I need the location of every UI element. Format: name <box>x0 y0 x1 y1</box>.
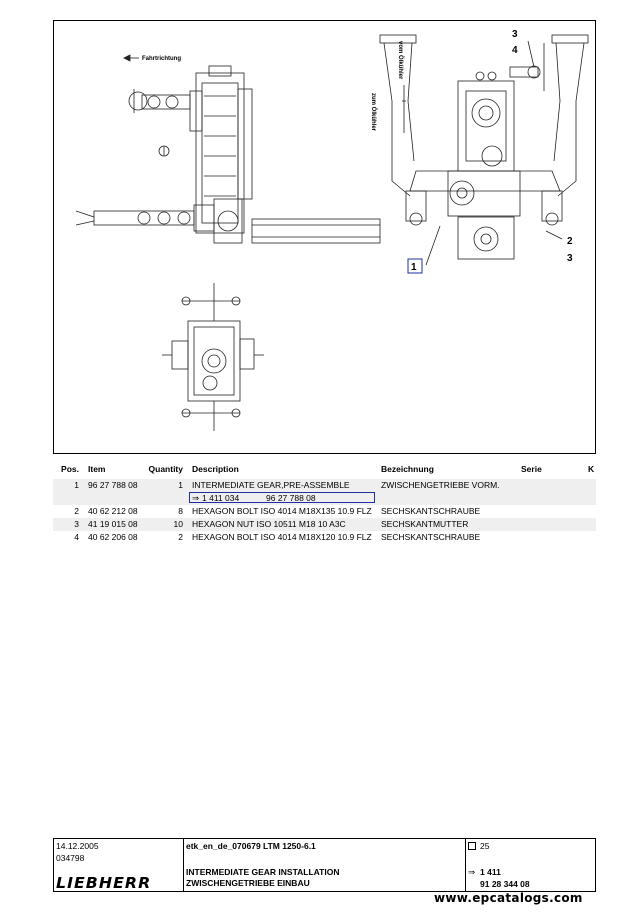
row-item: 96 27 788 08 <box>88 480 138 490</box>
group-arrow-icon: ⇒ <box>468 867 476 877</box>
reference-group: 1 411 034 <box>202 493 240 503</box>
title-block-title: etk_en_de_070679 LTM 1250-6.1 INTERMEDIA… <box>183 839 466 891</box>
rear-view-drawing <box>379 34 589 260</box>
row-bezeichnung: SECHSKANTSCHRAUBE <box>381 506 481 516</box>
row-quantity: 10 <box>173 519 183 529</box>
callout-1: 1 <box>411 262 417 273</box>
row-pos: 4 <box>74 532 79 542</box>
callout-4: 4 <box>512 45 518 56</box>
row-item: 41 19 015 08 <box>88 519 138 529</box>
leader-1 <box>425 225 441 266</box>
row-description: HEXAGON NUT ISO 10511 M18 10 A3C <box>192 519 346 529</box>
callout-3-top: 3 <box>512 29 518 40</box>
title-german: ZWISCHENGETRIEBE EINBAU <box>186 878 310 888</box>
reference-arrow-icon: ⇒ <box>192 493 200 503</box>
assembly-illustration: Fahrtrichtung vom Ölkühler zum Ölkühler … <box>75 29 589 431</box>
row-description: HEXAGON BOLT ISO 4014 M18X120 10.9 FLZ <box>192 532 372 542</box>
callout-3-bottom: 3 <box>567 253 573 264</box>
table-row-reference: ⇒ 1 411 034 96 27 788 08 <box>53 492 596 505</box>
row-quantity: 2 <box>178 532 183 542</box>
table-row[interactable]: 3 41 19 015 08 10 HEXAGON NUT ISO 10511 … <box>53 518 596 531</box>
header-pos: Pos. <box>61 464 79 474</box>
title-block-info: 14.12.2005 034798 LIEBHERR <box>54 839 184 892</box>
row-pos: 1 <box>74 480 79 490</box>
document-code: 034798 <box>56 853 85 863</box>
header-k: K <box>588 464 595 474</box>
header-item: Item <box>88 464 106 474</box>
print-date: 14.12.2005 <box>56 841 99 851</box>
callout-2: 2 <box>567 236 573 247</box>
leader-2 <box>545 230 563 240</box>
front-view-drawing <box>162 283 264 431</box>
liebherr-logo: LIEBHERR <box>56 874 152 892</box>
header-serie: Serie <box>521 464 542 474</box>
drawing-part-number: 91 28 344 08 <box>480 879 530 889</box>
technical-drawing: Fahrtrichtung vom Ölkühler zum Ölkühler … <box>53 20 596 454</box>
direction-label: Fahrtrichtung <box>142 56 181 62</box>
group-number[interactable]: 1 411 <box>480 867 501 877</box>
header-description: Description <box>192 464 239 474</box>
side-view-drawing <box>75 65 381 244</box>
row-bezeichnung: SECHSKANTMUTTER <box>381 519 469 529</box>
row-quantity: 8 <box>178 506 183 516</box>
row-description: INTERMEDIATE GEAR,PRE-ASSEMBLE <box>192 480 350 490</box>
header-bezeichnung: Bezeichnung <box>381 464 434 474</box>
row-item: 40 62 212 08 <box>88 506 138 516</box>
row-bezeichnung: SECHSKANTSCHRAUBE <box>381 532 481 542</box>
table-row[interactable]: 1 96 27 788 08 1 INTERMEDIATE GEAR,PRE-A… <box>53 479 596 492</box>
page-checkbox-icon[interactable] <box>468 842 476 850</box>
reference-item: 96 27 788 08 <box>266 493 316 503</box>
row-quantity: 1 <box>178 480 183 490</box>
row-item: 40 62 206 08 <box>88 532 138 542</box>
parts-table: Pos. Item Quantity Description Bezeichnu… <box>53 462 596 544</box>
title-block-page: 25 ⇒ 1 411 91 28 344 08 <box>465 839 595 891</box>
title-english: INTERMEDIATE GEAR INSTALLATION <box>186 867 340 877</box>
table-row[interactable]: 4 40 62 206 08 2 HEXAGON BOLT ISO 4014 M… <box>53 531 596 544</box>
assembly-reference-link[interactable]: ⇒ 1 411 034 96 27 788 08 <box>189 492 375 503</box>
vertical-label-to-cooler: zum Ölkühler <box>370 93 377 132</box>
table-row[interactable]: 2 40 62 212 08 8 HEXAGON BOLT ISO 4014 M… <box>53 505 596 518</box>
table-header: Pos. Item Quantity Description Bezeichnu… <box>53 462 596 479</box>
watermark: www.epcatalogs.com <box>434 891 583 905</box>
page-number: 25 <box>480 841 490 851</box>
document-id: etk_en_de_070679 LTM 1250-6.1 <box>186 841 316 851</box>
row-description: HEXAGON BOLT ISO 4014 M18X135 10.9 FLZ <box>192 506 372 516</box>
vertical-label-from-cooler: vom Ölkühler <box>397 41 404 80</box>
row-pos: 3 <box>74 519 79 529</box>
header-quantity: Quantity <box>148 464 183 474</box>
title-block: 14.12.2005 034798 LIEBHERR etk_en_de_070… <box>53 838 596 892</box>
row-pos: 2 <box>74 506 79 516</box>
leader-3 <box>527 40 535 68</box>
row-bezeichnung: ZWISCHENGETRIEBE VORM. <box>381 480 500 490</box>
